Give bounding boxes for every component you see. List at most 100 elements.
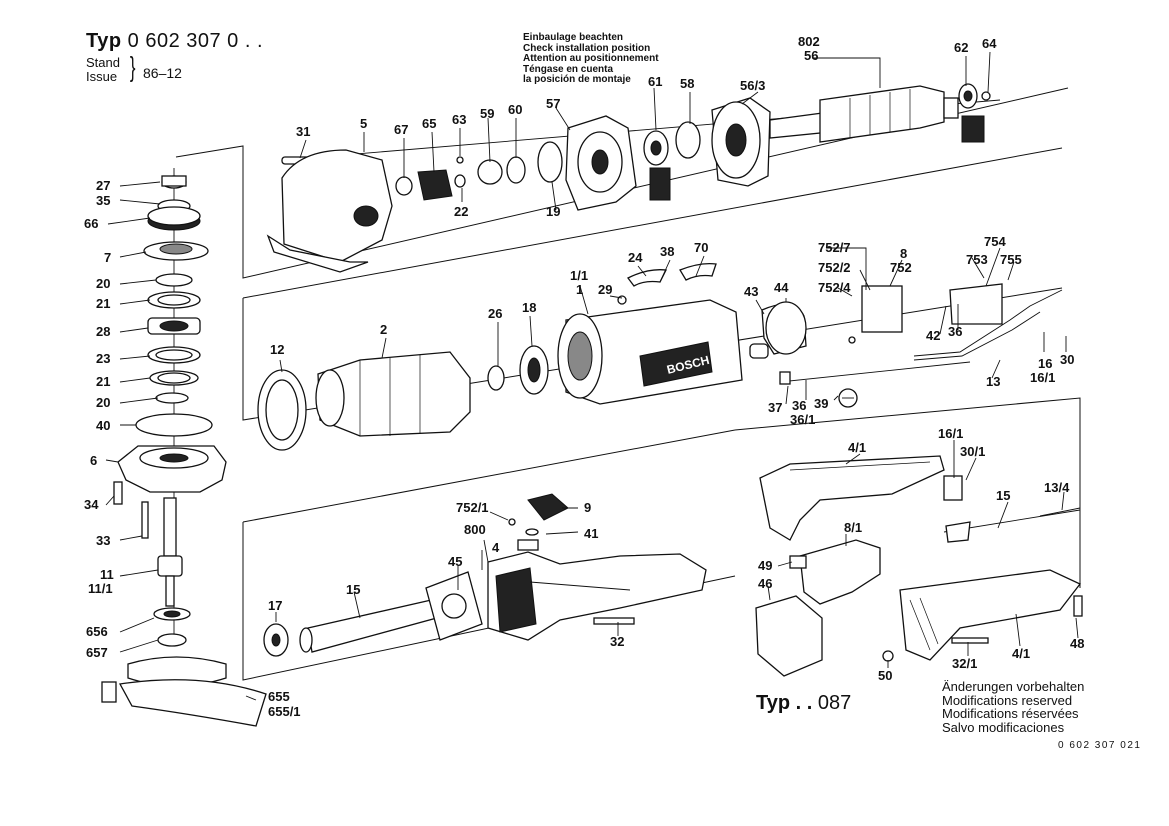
part-label: 800 [464,522,486,537]
part-label: 31 [296,124,310,139]
type-prefix: Typ [86,30,122,52]
part-label: 32/1 [952,656,977,671]
drawing-number: 0 602 307 021 [1058,740,1142,751]
part-label: 17 [268,598,282,613]
stand-label: Stand [86,55,120,70]
part-label: 755 [1000,252,1022,267]
type-code: 0 602 307 0 . . [127,30,264,52]
part-label: 37 [768,400,782,415]
part-label: 21 [96,374,110,389]
part-label: 60 [508,102,522,117]
part-label: 64 [982,36,997,51]
part-label: 13 [986,374,1000,389]
left-spindle-stack [101,168,267,727]
part-label: 63 [452,112,466,127]
part-label: 38 [660,244,674,259]
part-label: 61 [648,74,662,89]
part-label: 48 [1070,636,1084,651]
part-label: 28 [96,324,110,339]
part-label: 655 [268,689,290,704]
part-label: 46 [758,576,772,591]
part-label: 66 [84,216,98,231]
part-label: 8 [900,246,907,261]
part-label: 36/1 [790,412,815,427]
part-label: 753 [966,252,988,267]
part-label: 20 [96,395,110,410]
part-label: 70 [694,240,708,255]
part-label: 34 [84,497,99,512]
part-label: 9 [584,500,591,515]
part-label: 15 [346,582,360,597]
frame-variant-group [734,397,1081,588]
install-position-note: Einbaulage beachten Check installation p… [523,32,659,86]
part-label: 23 [96,351,110,366]
part-label: 657 [86,645,108,660]
part-label: 2 [380,322,387,337]
part-label: 26 [488,306,502,321]
part-label: 13/4 [1044,480,1070,495]
part-label: 16/1 [938,426,963,441]
part-label: 8/1 [844,520,862,535]
part-label: 11/1 [88,581,113,596]
part-label: 754 [984,234,1006,249]
part-label: 752/2 [818,260,851,275]
leader-lines [105,51,1079,701]
part-label: 655/1 [268,704,301,719]
part-label: 4 [492,540,500,555]
issue-label: Issue [86,69,118,84]
modifications-note: Änderungen vorbehalten Modifications res… [942,679,1085,735]
part-label: 12 [270,342,284,357]
part-number-labels: 27 35 66 7 20 21 28 23 21 20 40 6 34 33 … [84,34,1084,719]
part-label: 20 [96,276,110,291]
part-label: 16/1 [1030,370,1055,385]
part-label: 22 [454,204,468,219]
stand-issue-labels: Stand Issue [86,56,120,84]
part-label: 58 [680,76,694,91]
part-label: 56/3 [740,78,765,93]
part-label: 43 [744,284,758,299]
revision-date: 86–12 [143,65,182,81]
part-label: 29 [598,282,612,297]
part-label: 59 [480,106,494,121]
part-label: 19 [546,204,560,219]
part-label: 656 [86,624,108,639]
side-handle-group [263,493,707,657]
motor-housing-group: BOSCH [257,262,1063,451]
part-label: 752 [890,260,912,275]
part-label: 35 [96,193,110,208]
part-label: 15 [996,488,1010,503]
gear-head-group [266,83,1001,273]
part-label: 41 [584,526,598,541]
part-label: 752/4 [818,280,851,295]
part-label: 39 [814,396,828,411]
part-label: 30 [1060,352,1074,367]
part-label: 45 [448,554,462,569]
part-label: 67 [394,122,408,137]
part-label: 24 [628,250,643,265]
part-label: 44 [774,280,789,295]
part-label: 50 [878,668,892,683]
part-label: 21 [96,296,110,311]
part-label: 33 [96,533,110,548]
variant-type: Typ . . 087 [756,692,852,714]
part-label: 16 [1038,356,1052,371]
part-label: 18 [522,300,536,315]
part-label: 27 [96,178,110,193]
part-label: 4/1 [1012,646,1030,661]
part-label: 32 [610,634,624,649]
variant-087-parts [755,455,1083,677]
part-label: 11 [100,567,114,582]
part-label: 49 [758,558,772,573]
part-label: 1/1 [570,268,588,283]
part-label: 802 [798,34,820,49]
part-label: 65 [422,116,436,131]
part-label: 5 [360,116,367,131]
part-label: 752/7 [818,240,851,255]
part-label: 4/1 [848,440,866,455]
part-label: 1 [576,282,583,297]
type-number: Typ 0 602 307 0 . . [86,30,263,53]
part-label: 36 [792,398,806,413]
part-label: 36 [948,324,962,339]
